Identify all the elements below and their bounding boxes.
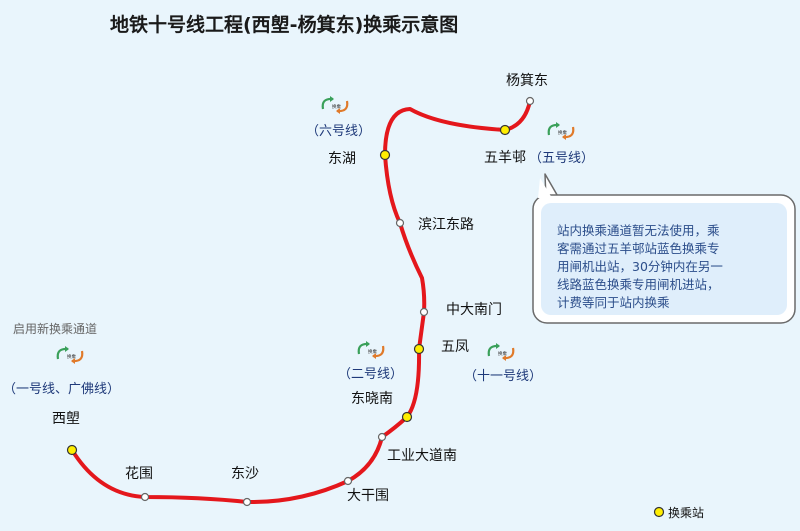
station-label: 中大南门 xyxy=(446,302,502,318)
transfer-line-label: （一号线、广佛线） xyxy=(3,382,120,397)
station-huawei[interactable]: 花围 xyxy=(125,466,153,502)
station-xilang[interactable]: 西塱 xyxy=(52,411,80,456)
callout-line: 线路蓝色换乘专用闸机进站， xyxy=(557,277,720,292)
legend: 换乘站 xyxy=(653,506,704,520)
station-wuyangbo[interactable]: 五羊邨 xyxy=(484,124,526,167)
transfer-badge-text: 换乘 xyxy=(498,350,507,357)
callout-line: 用闸机出站，30分钟内在另一 xyxy=(557,259,723,274)
transfer-badge-dongxiaonan: 换乘 （二号线） xyxy=(338,339,403,382)
transfer-badge-donghu: 换乘 （六号线） xyxy=(306,94,371,139)
station-dongsha[interactable]: 东沙 xyxy=(231,466,259,507)
transfer-badge-xilang: 启用新换乘通道 换乘 （一号线、广佛线） xyxy=(3,321,120,397)
transfer-line-label: （二号线） xyxy=(338,367,403,382)
transfer-badge-text: 换乘 xyxy=(332,103,341,110)
station-label: 东沙 xyxy=(231,466,259,482)
transfer-badge-wufeng: 换乘 （十一号线） xyxy=(464,341,542,384)
line-10-route xyxy=(70,99,532,505)
station-label: 花围 xyxy=(125,466,153,482)
station-label: 工业大道南 xyxy=(387,448,457,464)
station-binjiangdonglu[interactable]: 滨江东路 xyxy=(395,217,475,233)
station-label: 东湖 xyxy=(328,151,356,167)
station-label: 滨江东路 xyxy=(418,217,474,233)
transfer-badge-text: 换乘 xyxy=(67,353,76,360)
callout-line: 计费等同于站内换乘 xyxy=(557,295,670,310)
transfer-badge-text: 换乘 xyxy=(368,348,377,355)
station-label: 杨箕东 xyxy=(506,72,548,89)
station-label: 五羊邨 xyxy=(484,150,526,166)
transfer-line-label: （十一号线） xyxy=(464,369,542,384)
station-label: 东晓南 xyxy=(351,391,393,407)
legend-transfer-marker xyxy=(653,506,665,518)
station-label: 西塱 xyxy=(52,411,80,427)
transfer-notice-callout: 站内换乘通道暂无法使用，乘 客需通过五羊邨站蓝色换乘专 用闸机出站，30分钟内在… xyxy=(532,173,796,324)
transfer-line-label: （六号线） xyxy=(306,124,371,139)
station-donghu[interactable]: 东湖 xyxy=(328,149,391,168)
station-daganwei[interactable]: 大干围 xyxy=(343,476,390,505)
page-title: 地铁十号线工程(西塱-杨箕东)换乘示意图 xyxy=(110,13,458,36)
station-wufeng[interactable]: 五凤 xyxy=(413,339,470,355)
station-dongxiaonan[interactable]: 东晓南 xyxy=(351,391,413,423)
legend-label: 换乘站 xyxy=(668,506,704,520)
station-label: 大干围 xyxy=(347,488,389,504)
station-label: 五凤 xyxy=(441,339,469,355)
station-yangjidong[interactable]: 杨箕东 xyxy=(506,72,548,106)
callout-line: 站内换乘通道暂无法使用，乘 xyxy=(557,223,720,238)
station-zhongdananmen[interactable]: 中大南门 xyxy=(419,302,503,318)
transfer-badge-text: 换乘 xyxy=(558,129,567,136)
transfer-line-label: （五号线） xyxy=(529,151,594,166)
xilang-note: 启用新换乘通道 xyxy=(13,321,97,336)
transfer-badge-wuyangbo: 换乘 （五号线） xyxy=(529,120,594,166)
callout-line: 客需通过五羊邨站蓝色换乘专 xyxy=(557,241,720,256)
station-gongyedadaonan[interactable]: 工业大道南 xyxy=(377,432,458,465)
